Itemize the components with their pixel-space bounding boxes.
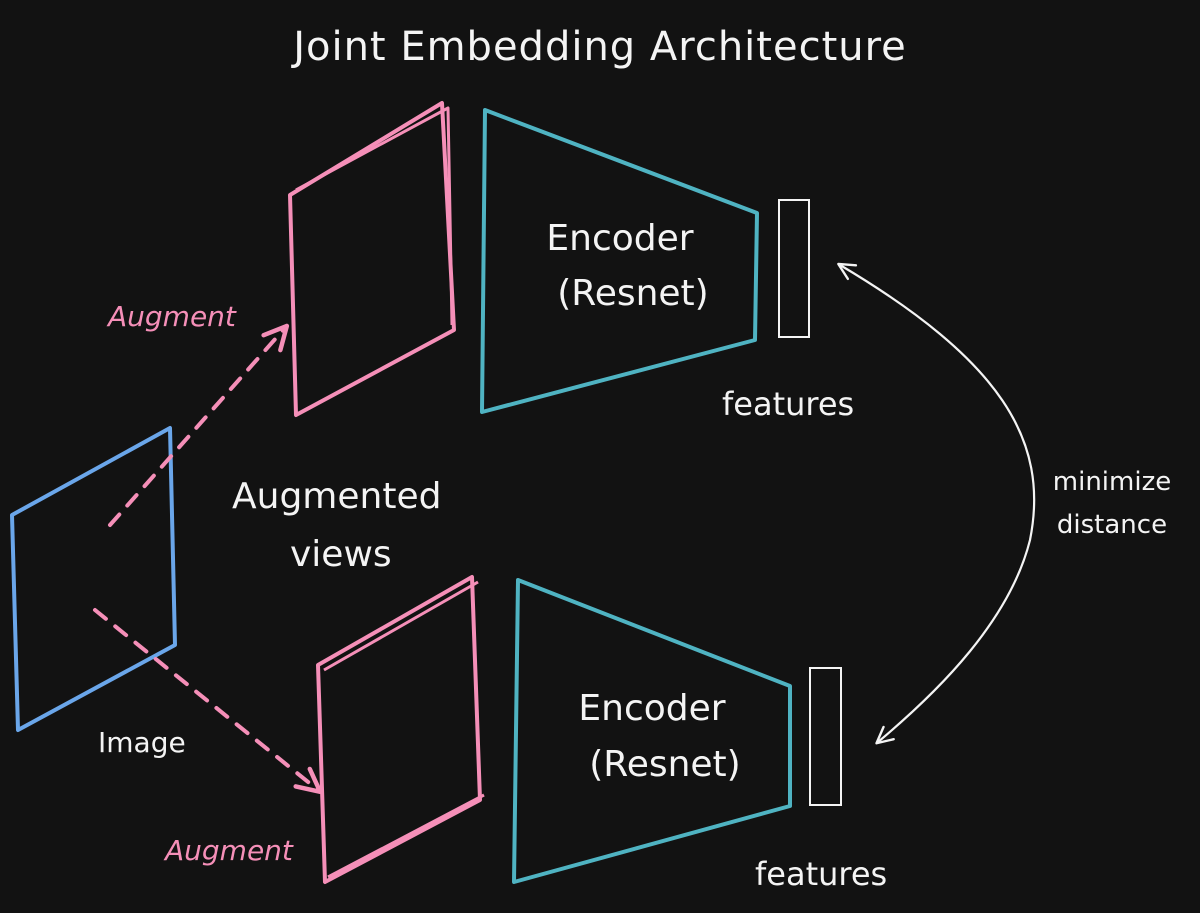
- encoder-bottom: [512, 578, 792, 884]
- augmented-views-label-line2: views: [290, 534, 392, 575]
- encoder-bottom-label-line1: Encoder: [578, 688, 725, 729]
- features-label-bottom: features: [755, 855, 887, 893]
- augmented-view-top: [288, 101, 456, 417]
- distance-label-line2: distance: [1057, 510, 1167, 540]
- augment-arrow-top: [108, 323, 290, 527]
- augment-label-top: Augment: [106, 300, 237, 333]
- augmented-view-bottom: [316, 575, 485, 884]
- image-label: Image: [98, 726, 186, 759]
- diagram-title: Joint Embedding Architecture: [290, 24, 907, 70]
- augment-label-bottom: Augment: [163, 834, 294, 867]
- encoder-top-label-line1: Encoder: [546, 218, 693, 259]
- augment-arrow-bottom: [93, 608, 323, 794]
- source-image-shape: [10, 426, 177, 732]
- encoder-top-label-line2: (Resnet): [557, 273, 708, 314]
- minimize-distance-arrow: [837, 262, 1036, 745]
- encoder-bottom-label-line2: (Resnet): [589, 744, 740, 785]
- augmented-views-label-line1: Augmented: [232, 476, 441, 517]
- features-vector-bottom: [809, 667, 842, 806]
- features-vector-top: [778, 199, 810, 338]
- features-label-top: features: [722, 385, 854, 423]
- encoder-top: [480, 108, 759, 414]
- distance-label-line1: minimize: [1053, 467, 1171, 497]
